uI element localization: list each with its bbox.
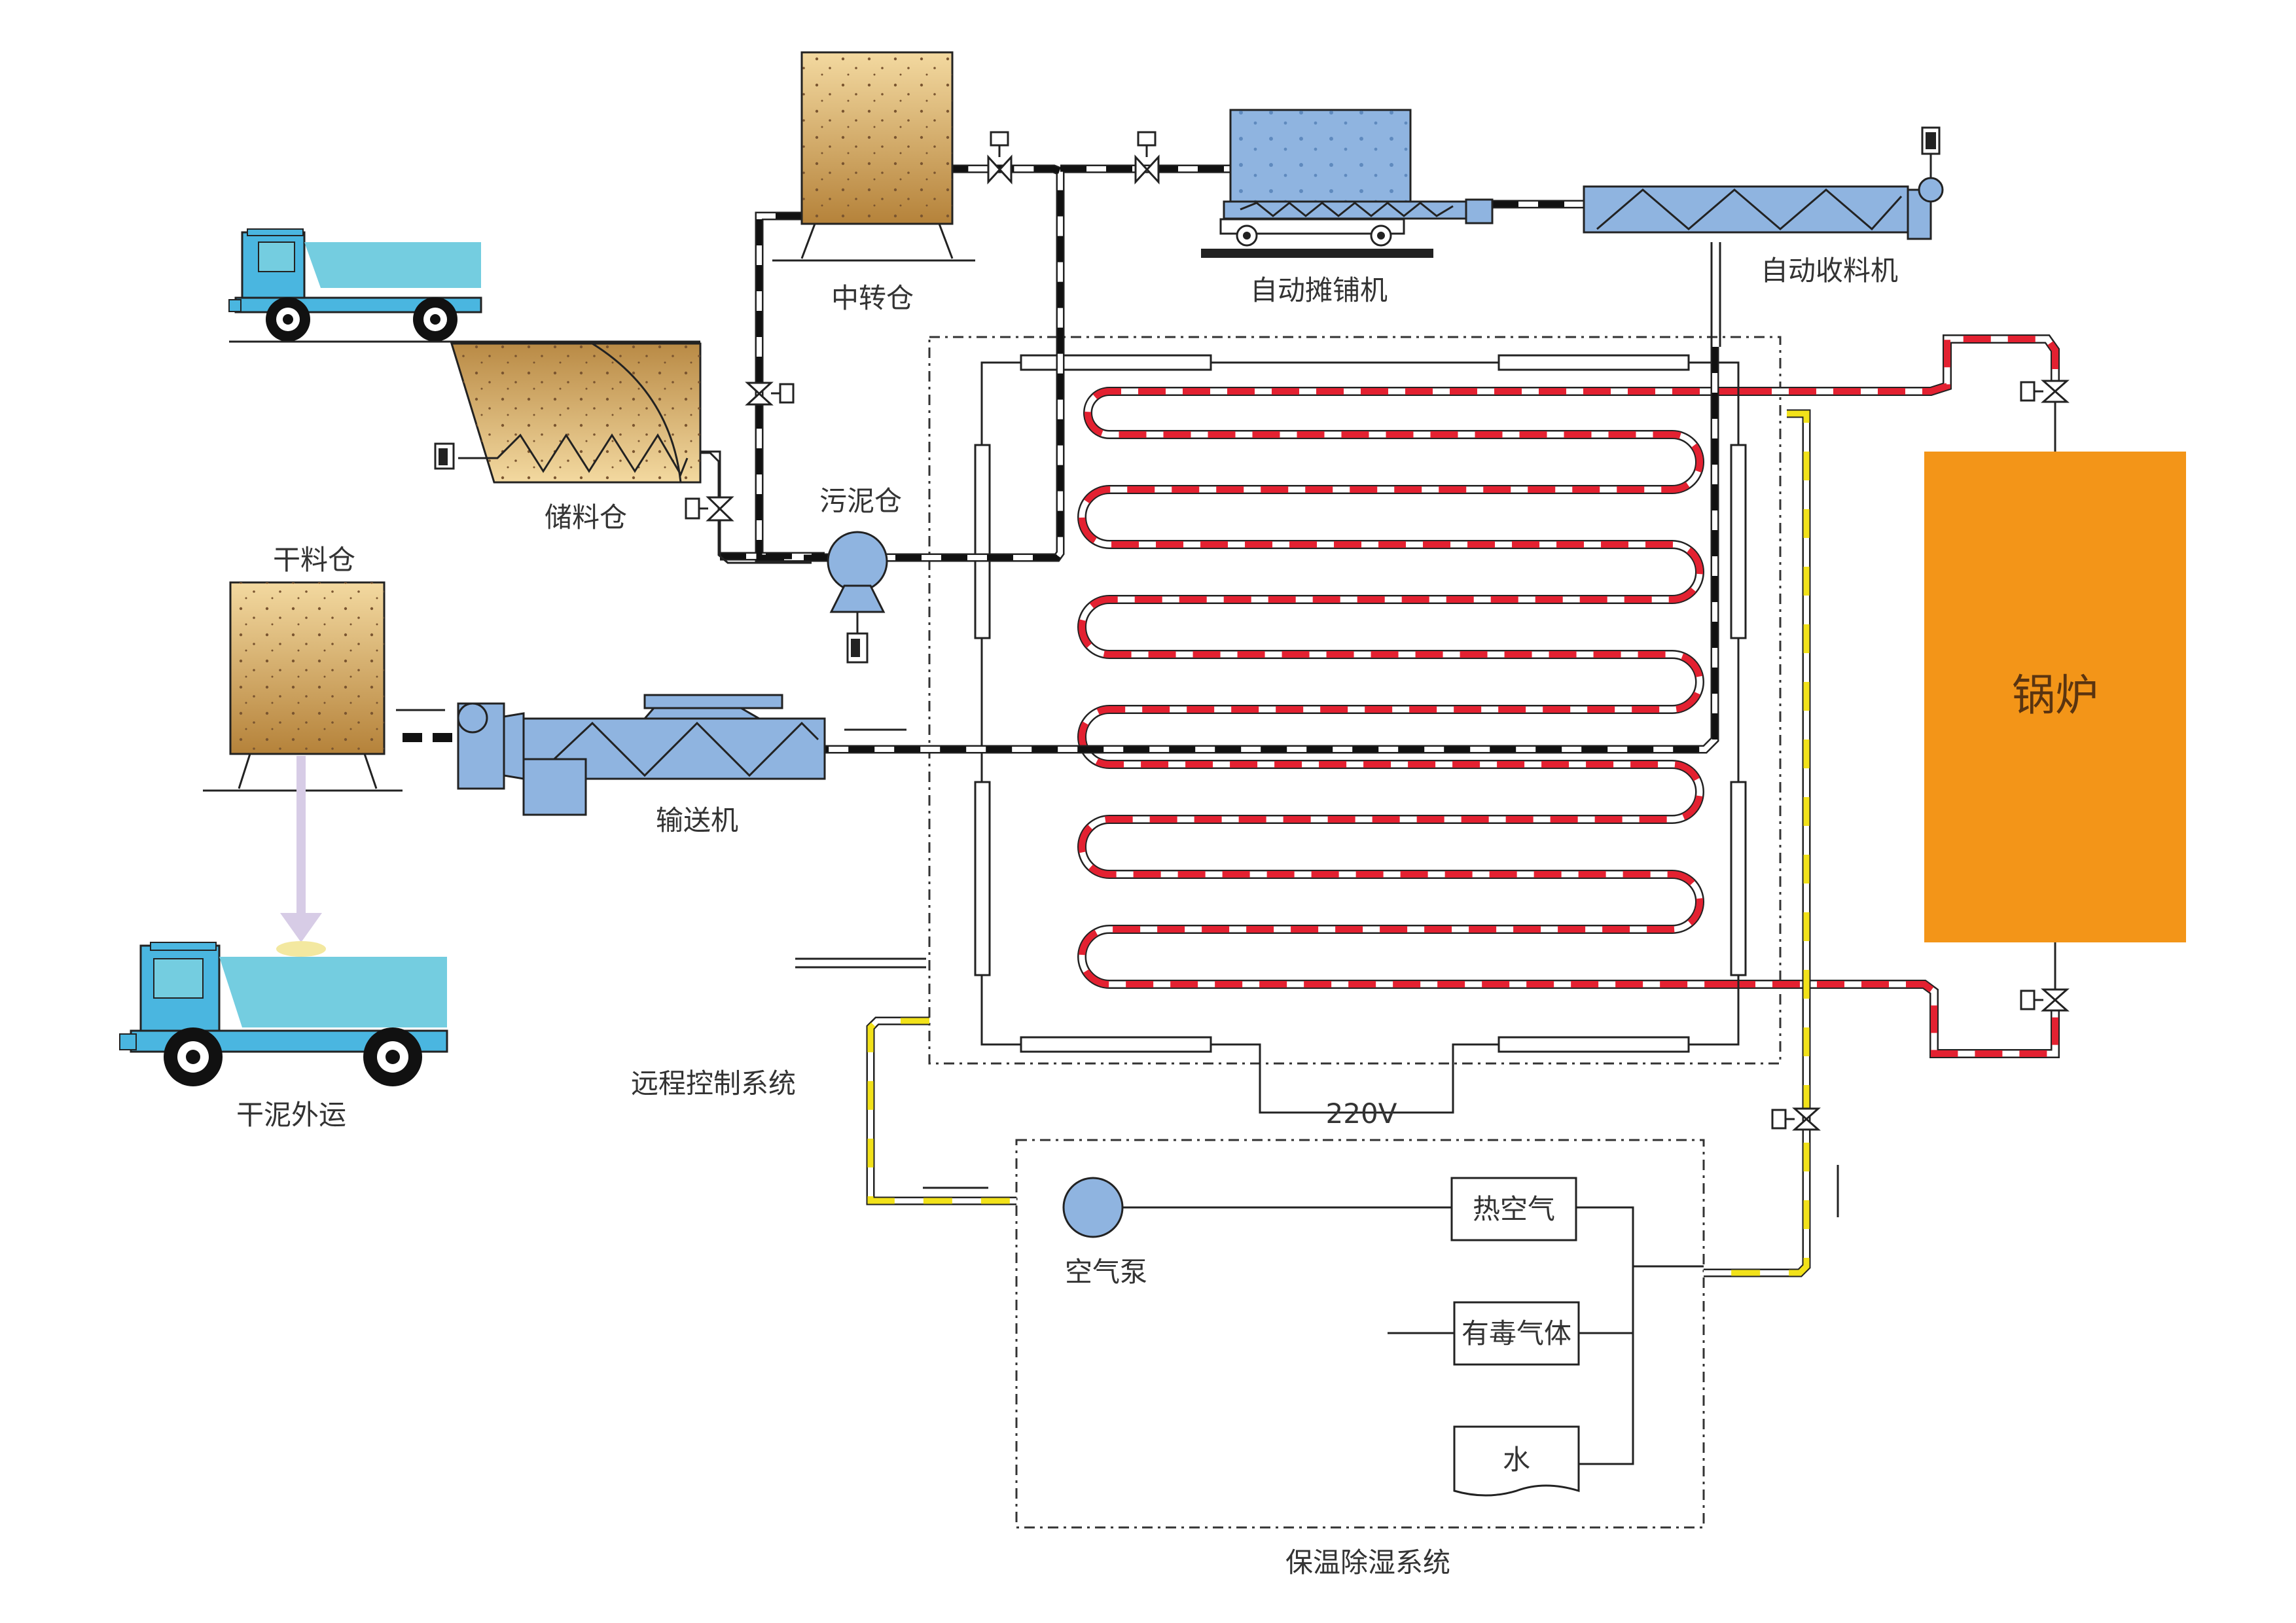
air-pump — [1062, 1177, 1452, 1238]
conveyor — [457, 694, 906, 816]
boiler-label: 锅炉 — [2012, 670, 2098, 721]
voltage-label: 220V — [1326, 1097, 1397, 1130]
dry-bin-label: 干料仓 — [273, 544, 355, 576]
toxic-gas-box — [1453, 1301, 1580, 1366]
storage-bin-valve[interactable] — [685, 496, 734, 522]
boiler — [1924, 452, 2186, 942]
dry-bin — [203, 581, 403, 792]
transfer-bin — [772, 51, 975, 262]
spreader-inlet-valve[interactable] — [1134, 131, 1160, 185]
insulation-system-label: 保温除湿系统 — [1285, 1546, 1450, 1578]
air-pipe — [795, 409, 1839, 1277]
water-label: 水 — [1503, 1444, 1530, 1476]
air-line-valve[interactable] — [1771, 1107, 1821, 1131]
dry-sludge-out-label: 干泥外运 — [236, 1099, 346, 1131]
hot-air-label: 热空气 — [1473, 1193, 1555, 1225]
auto-spreader — [1201, 109, 1494, 258]
vertical-line-valve[interactable] — [745, 382, 795, 406]
boiler-top-valve[interactable] — [2020, 380, 2070, 403]
storage-bin-label: 储料仓 — [545, 501, 627, 533]
transfer-bin-label: 中转仓 — [831, 282, 914, 314]
hot-air-box — [1450, 1177, 1577, 1241]
auto-collector-label: 自动收料机 — [1761, 255, 1898, 287]
heating-coil — [1077, 334, 2060, 1058]
dry-sludge-truck — [119, 942, 448, 1086]
auto-spreader-label: 自动摊铺机 — [1250, 274, 1388, 306]
drying-room-boundary — [928, 336, 1782, 1065]
auto-collector — [1583, 126, 1944, 240]
delivery-truck — [228, 228, 700, 343]
boiler-bottom-valve[interactable] — [2020, 988, 2070, 1012]
transfer-bin-outlet-valve[interactable] — [987, 131, 1013, 185]
remote-control-label: 远程控制系统 — [631, 1067, 796, 1099]
sludge-bin-label: 污泥仓 — [819, 485, 902, 517]
insulation-system-boundary — [1015, 1139, 1705, 1529]
discharge-arrow — [276, 756, 326, 957]
heater-elements — [974, 354, 1747, 1114]
toxic-gas-label: 有毒气体 — [1462, 1317, 1571, 1349]
sludge-pump — [827, 531, 888, 664]
water-box — [1453, 1425, 1580, 1497]
air-pump-label: 空气泵 — [1065, 1256, 1147, 1288]
conveyor-label: 输送机 — [656, 804, 738, 836]
storage-bin — [434, 342, 702, 484]
exhaust-manifold — [1576, 1206, 1634, 1465]
